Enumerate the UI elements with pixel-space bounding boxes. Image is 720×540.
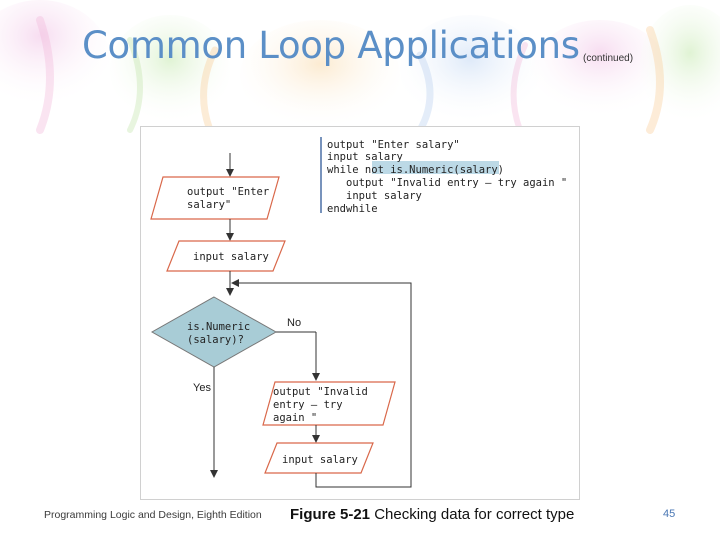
- input-salary-text: input salary: [193, 251, 269, 263]
- title-continued-note: (continued): [583, 53, 634, 64]
- figure-caption-text: Checking data for correct type: [374, 506, 575, 523]
- flowchart-diagram: output "Enter salary" input salary while…: [150, 137, 567, 488]
- pseudocode-line: input salary: [327, 151, 403, 163]
- figure-caption-label: Figure 5-21: [290, 506, 371, 523]
- pseudocode-line: output "Invalid entry – try again ": [346, 177, 567, 189]
- input-salary-shape: [264, 442, 374, 474]
- pseudocode-line: output "Enter salary": [327, 139, 460, 151]
- output-enter-salary-text: salary": [187, 199, 231, 211]
- pseudocode-block: output "Enter salary" input salary while…: [320, 137, 567, 215]
- figure-caption: Figure 5-21 Checking data for correct ty…: [290, 506, 574, 523]
- pseudocode-line: endwhile: [327, 203, 378, 215]
- no-label: No: [287, 317, 301, 329]
- pseudocode-line: input salary: [346, 190, 422, 202]
- loop-back-line: [231, 279, 412, 488]
- output-enter-salary-shape: [150, 176, 280, 220]
- output-invalid-entry-shape: [262, 381, 396, 426]
- decision-text: (salary)?: [187, 334, 244, 346]
- input-salary-shape: [166, 240, 286, 272]
- pseudocode-highlight: [372, 161, 499, 174]
- decorative-header-art: [0, 0, 720, 134]
- footer-book-title: Programming Logic and Design, Eighth Edi…: [44, 509, 262, 521]
- yes-label: Yes: [193, 382, 211, 394]
- output-invalid-entry-text: again ": [273, 412, 317, 424]
- slide-title: Common Loop Applications: [82, 24, 580, 67]
- pseudocode-line: while not is.Numeric(salary): [327, 164, 504, 176]
- input-salary-text: input salary: [282, 454, 358, 466]
- decision-text: is.Numeric: [187, 321, 250, 333]
- page-number: 45: [663, 508, 676, 520]
- output-invalid-entry-text: entry – try: [273, 399, 343, 411]
- figure-panel: output "Enter salary" input salary while…: [140, 126, 580, 500]
- output-enter-salary-text: output "Enter: [187, 186, 269, 198]
- output-invalid-entry-text: output "Invalid: [273, 386, 368, 398]
